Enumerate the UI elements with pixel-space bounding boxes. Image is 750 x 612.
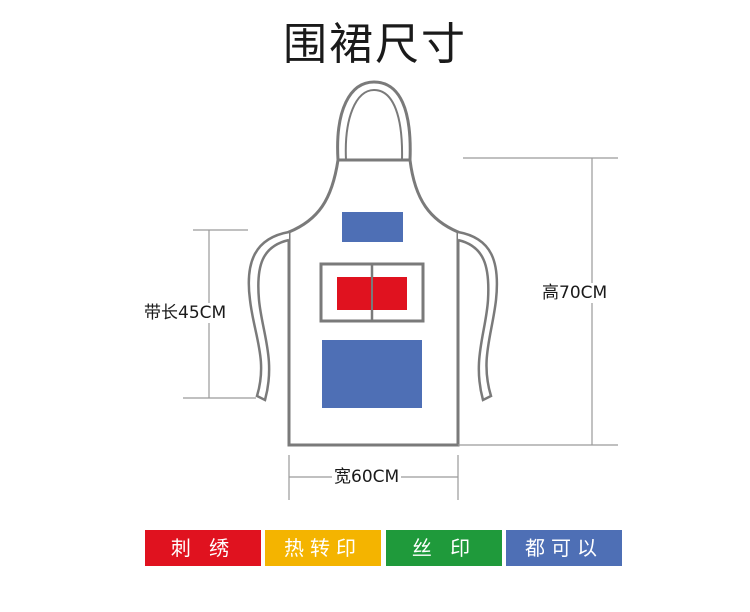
method-embroidery: 刺 绣 [145,530,261,566]
height-label: 高70CM [540,283,610,303]
page-title: 围裙尺寸 [283,19,467,70]
method-heat-transfer: 热转印 [265,530,381,566]
neck-strap-inner [344,88,404,161]
method-any: 都可以 [506,530,622,566]
lower-pocket [322,340,422,408]
chest-patch [342,212,403,242]
strap-length-label: 带长45CM [142,303,229,323]
method-screen-print: 丝 印 [386,530,502,566]
width-label: 宽60CM [332,467,402,487]
right-waist-strap [457,230,499,402]
neck-strap [336,80,412,161]
left-waist-strap [247,230,290,402]
